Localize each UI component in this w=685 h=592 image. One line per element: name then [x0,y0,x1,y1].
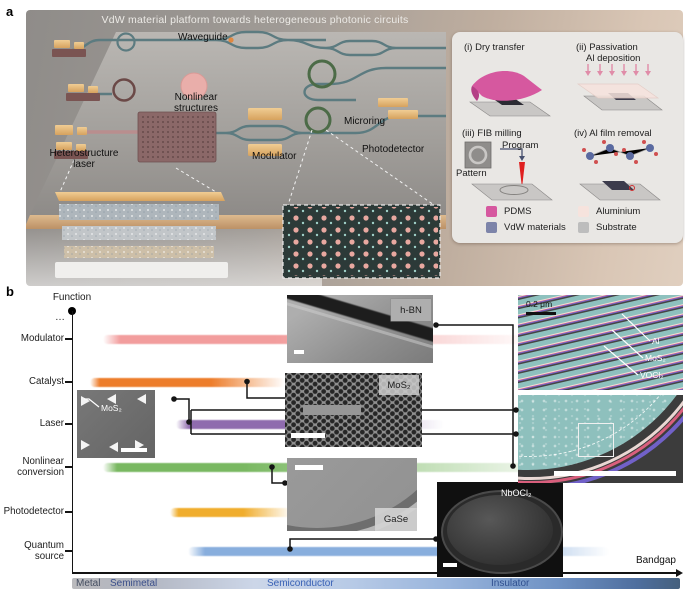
legend-swatch-pdms [486,206,497,217]
gase-label-chip: GaSe [375,508,417,531]
row-label-catalyst: Catalyst [29,376,64,388]
row-label-photodetector: Photodetector [3,506,64,518]
scale-bar [294,350,304,354]
layer-label-mos2: MoS₂ [645,353,666,363]
row-label-quantum-source: Quantum source [24,539,64,563]
legend-swatch-aluminium [578,206,589,217]
mos2-triangles-label: MoS₂ [101,403,122,413]
triangle-crystal [81,440,90,450]
region-semimetal: Semimetal [110,578,158,589]
triangle-crystal [81,396,90,406]
legend-swatch-vdw [486,222,497,233]
step-dry-transfer: (i) Dry transfer [464,42,525,53]
fib-program-label: Program [502,140,539,151]
panel-a-label: a [6,4,14,19]
sem-inset-gase: GaSe [287,458,417,531]
label-modulator: Modulator [252,151,297,162]
sem-inset-nbocl2: NbOCl₂ [437,482,563,577]
scale-bar [443,563,457,567]
nbocl2-label: NbOCl₂ [501,488,532,498]
step-fib-milling: (iii) FIB milling [462,128,522,139]
y-axis-line [71,311,73,573]
phc-label-chip: MoS₂ [379,375,419,395]
triangle-crystal [135,440,144,450]
row-label-nonlinear-conversion: Nonlinear conversion [17,455,64,479]
fabrication-process-box: (i) Dry transfer (ii) Passivation Al dep… [452,32,683,243]
step-passivation-line2: Al deposition [586,53,641,64]
range-bar-photodetector [169,507,292,517]
step-al-removal: (iv) Al film removal [574,128,652,139]
step-passivation: (ii) Passivation [576,42,638,53]
sem-inset-mos2-triangles: MoS₂ [77,390,155,458]
panel-a-title: VdW material platform towards heterogene… [101,14,409,26]
phc-defect-cavity [303,405,361,415]
region-metal: Metal [76,578,101,589]
sem-inset-cross-section: 0.2 μm [518,295,683,390]
row-label-modulator: Modulator [20,333,64,345]
disc-surface [447,495,553,565]
legend-label-aluminium: Aluminium [596,206,641,217]
scale-bar [121,448,147,452]
label-heterostructure-laser: Heterostructure laser [49,148,119,170]
label-waveguide: Waveguide [178,32,228,43]
label-photodetector: Photodetector [362,144,425,155]
scale-bar [295,465,323,470]
sem-inset-hbn: h-BN [287,295,433,363]
sem-inset-mos2-photonic-crystal: MoS₂ [285,373,422,447]
hbn-label-chip: h-BN [391,299,431,321]
x-axis-arrowhead [676,569,683,577]
zoom-region-box [578,423,614,457]
scale-bar [291,433,325,438]
x-axis-title: Bandgap [635,555,676,566]
row-label-laser: Laser [39,418,64,430]
legend-label-vdw: VdW materials [504,222,566,233]
x-axis-line [71,572,677,574]
legend-swatch-substrate [578,222,589,233]
range-bar-catalyst [90,377,286,387]
region-semiconductor: Semiconductor [267,578,334,589]
triangle-crystal [109,442,118,452]
label-microring: Microring [344,116,386,127]
triangle-crystal [137,394,146,404]
sem-scalebar-text: 0.2 μm [526,299,553,309]
layer-label-al: Al [652,336,660,346]
legend-label-pdms: PDMS [504,206,532,217]
label-nonlinear-structures: Nonlinear structures [174,92,218,114]
scale-bar [554,471,676,476]
y-axis-title: Function [52,292,92,303]
layer-label-vocl2: VOCl₂ [640,370,664,380]
region-insulator: Insulator [491,578,530,589]
process-icons [464,64,663,201]
fib-pattern-label: Pattern [456,168,487,179]
triangle-crystal [107,394,116,404]
legend-label-substrate: Substrate [596,222,637,233]
photonic-platform-illustration [26,30,446,279]
bandgap-gradient-bar [72,578,680,589]
sem-inset-coated-microdisc [518,395,683,483]
panel-b-label: b [6,284,14,299]
function-ellipsis: … [55,312,66,323]
scale-bar [526,312,556,315]
